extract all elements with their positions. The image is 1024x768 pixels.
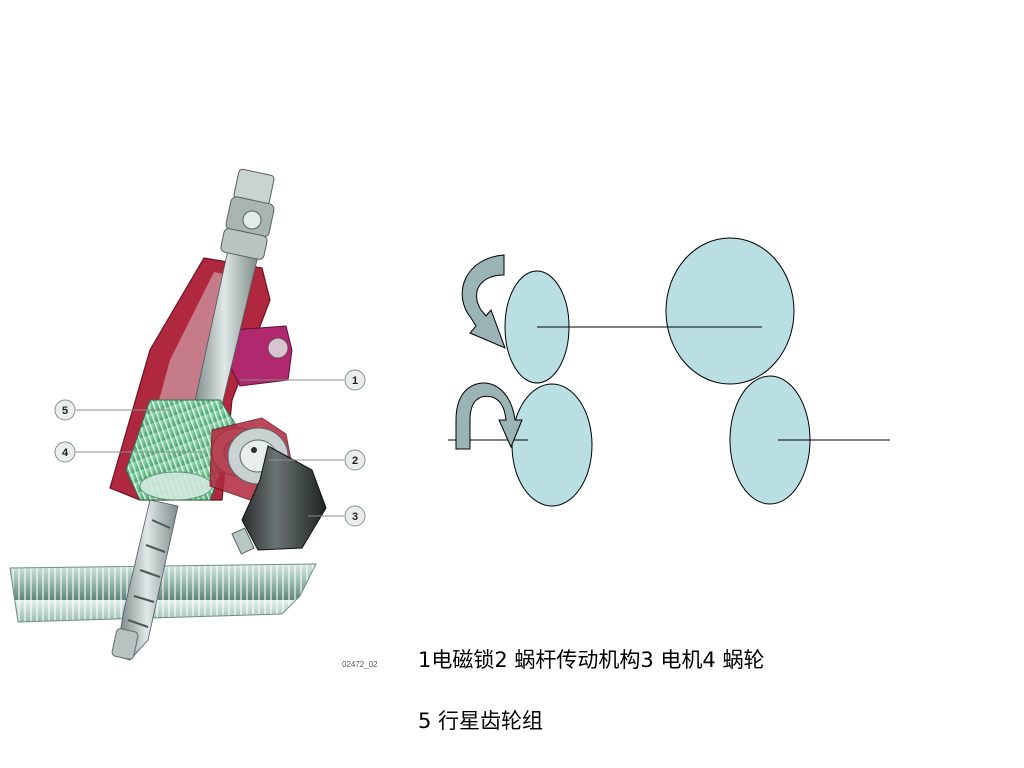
caption-line-2: 5 行星齿轮组 <box>418 709 544 733</box>
small-gear-bottom <box>511 383 593 507</box>
callout-3: 3 <box>344 505 366 527</box>
svg-text:2: 2 <box>352 455 358 467</box>
callout-5: 5 <box>54 399 76 421</box>
svg-text:3: 3 <box>352 511 358 523</box>
gear-schematic <box>448 237 890 507</box>
callout-2: 2 <box>344 449 366 471</box>
lower-shaft <box>115 499 179 661</box>
callout-leaders <box>76 379 344 517</box>
svg-text:4: 4 <box>62 447 69 459</box>
steering-rack <box>9 563 317 623</box>
rotation-arrow-top <box>461 254 506 349</box>
rotation-arrow-bottom <box>455 382 523 450</box>
steering-column-illustration: 1 2 3 4 5 02472_02 <box>9 168 378 669</box>
shaft-tip <box>111 628 139 660</box>
universal-joint <box>220 168 275 260</box>
callout-4: 4 <box>54 441 76 463</box>
illustration-code: 02472_02 <box>342 660 378 669</box>
electric-motor <box>241 445 327 551</box>
svg-text:1: 1 <box>352 375 358 387</box>
large-gear-top <box>665 237 795 385</box>
callout-1: 1 <box>344 369 366 391</box>
svg-text:5: 5 <box>62 405 68 417</box>
caption-line-1: 1电磁锁2 蜗杆传动机构3 电机4 蜗轮 <box>418 648 765 672</box>
